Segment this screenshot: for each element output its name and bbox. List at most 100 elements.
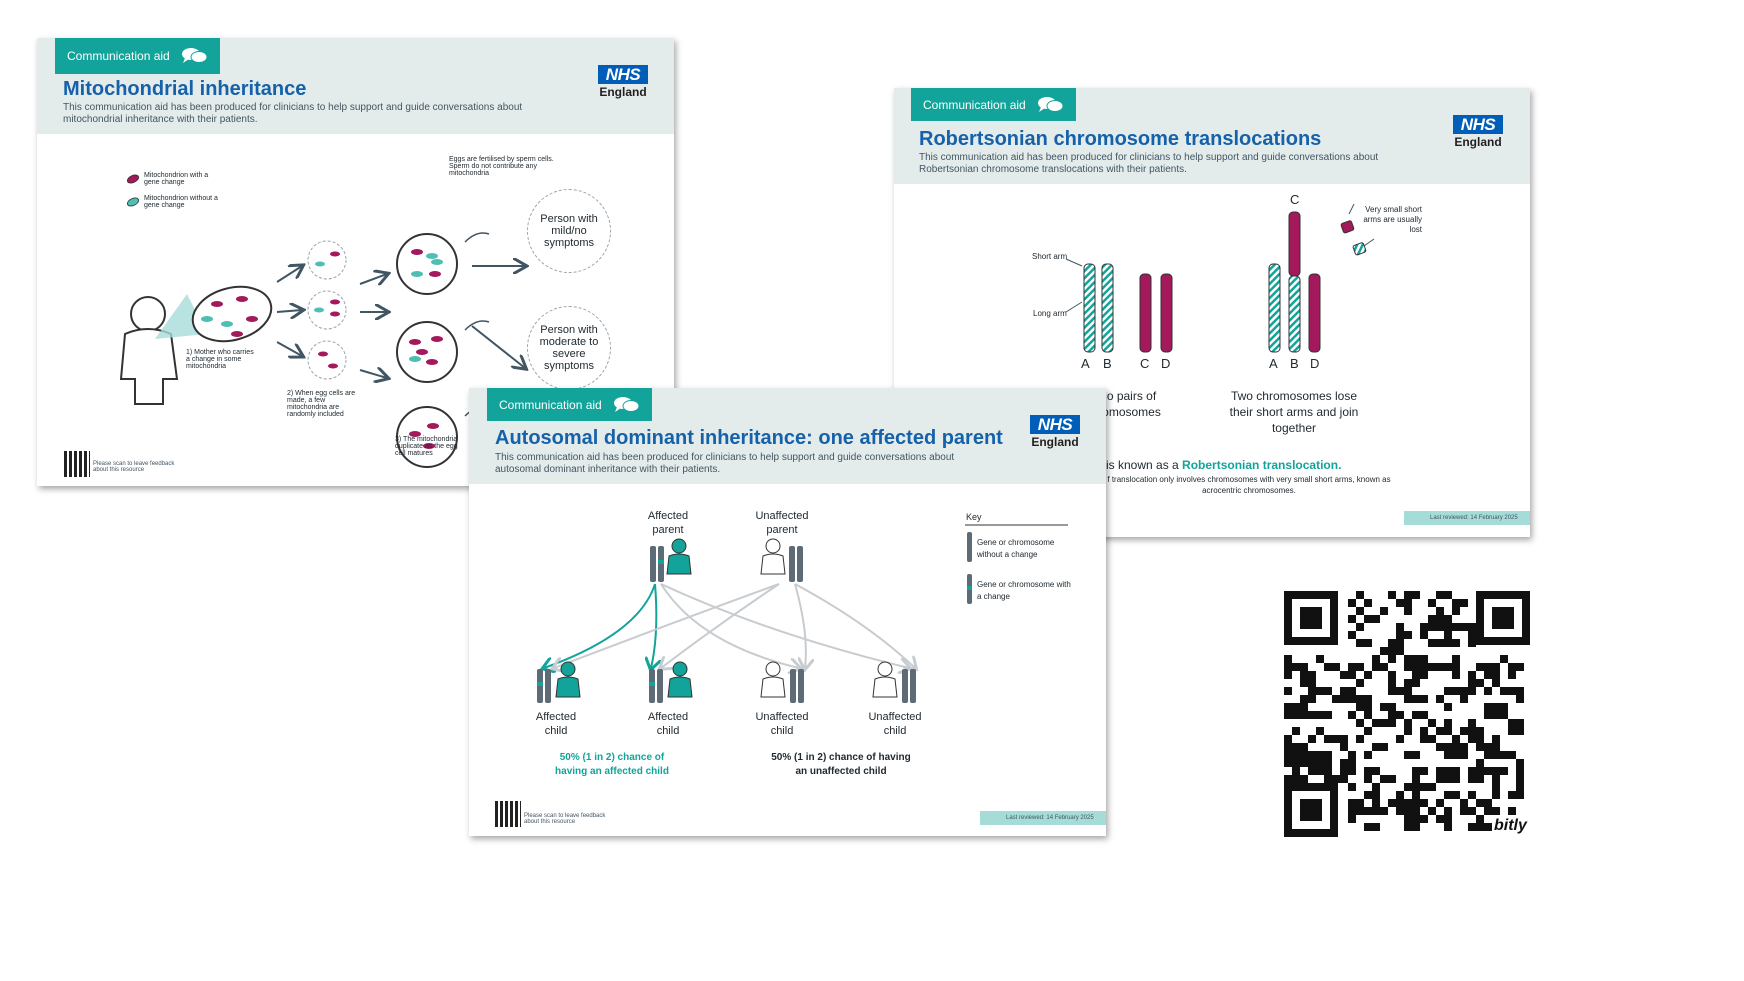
unaffected-parent-figure bbox=[760, 538, 803, 582]
qr-module bbox=[1292, 759, 1300, 767]
qr-module bbox=[1292, 767, 1300, 775]
qr-module bbox=[1452, 775, 1460, 783]
qr-module bbox=[1428, 663, 1436, 671]
qr-module bbox=[1348, 615, 1356, 623]
qr-module bbox=[1324, 775, 1332, 783]
qr-module bbox=[1308, 759, 1316, 767]
qr-module bbox=[1516, 775, 1524, 783]
qr-module bbox=[1316, 759, 1324, 767]
qr-module bbox=[1348, 783, 1356, 791]
qr-module bbox=[1508, 751, 1516, 759]
qr-module bbox=[1404, 751, 1412, 759]
qr-module bbox=[1300, 759, 1308, 767]
qr-module bbox=[1372, 663, 1380, 671]
qr-module bbox=[1476, 727, 1484, 735]
qr-module bbox=[1516, 759, 1524, 767]
qr-module bbox=[1460, 807, 1468, 815]
qr-module bbox=[1316, 727, 1324, 735]
qr-module bbox=[1436, 591, 1444, 599]
qr-module bbox=[1420, 623, 1428, 631]
nhs-england-logo: NHS England bbox=[598, 65, 648, 99]
qr-module bbox=[1468, 719, 1476, 727]
nhs-england-logo: NHS England bbox=[1030, 415, 1080, 449]
qr-module bbox=[1444, 639, 1452, 647]
qr-module bbox=[1300, 703, 1308, 711]
qr-module bbox=[1492, 703, 1500, 711]
qr-module bbox=[1468, 687, 1476, 695]
bitly-qr-code[interactable] bbox=[1284, 591, 1530, 837]
qr-module bbox=[1436, 695, 1444, 703]
qr-module bbox=[1348, 671, 1356, 679]
qr-module bbox=[1412, 663, 1420, 671]
known-subtext: f translocation only involves chromosome… bbox=[1107, 475, 1391, 495]
qr-module bbox=[1484, 823, 1492, 831]
qr-module bbox=[1428, 599, 1436, 607]
qr-module bbox=[1444, 823, 1452, 831]
qr-module bbox=[1500, 767, 1508, 775]
qr-module bbox=[1436, 799, 1444, 807]
qr-module bbox=[1468, 823, 1476, 831]
qr-module bbox=[1420, 695, 1428, 703]
qr-module bbox=[1412, 695, 1420, 703]
qr-module bbox=[1460, 599, 1468, 607]
qr-module bbox=[1444, 751, 1452, 759]
qr-module bbox=[1412, 791, 1420, 799]
qr-module bbox=[1356, 807, 1364, 815]
qr-module bbox=[1476, 679, 1484, 687]
qr-module bbox=[1332, 695, 1340, 703]
qr-module bbox=[1444, 815, 1452, 823]
qr-module bbox=[1316, 751, 1324, 759]
qr-module bbox=[1476, 663, 1484, 671]
qr-module bbox=[1492, 735, 1500, 743]
known-as-line: is is known as a Robertsonian translocat… bbox=[1094, 458, 1354, 472]
qr-module bbox=[1300, 775, 1308, 783]
qr-module bbox=[1324, 759, 1332, 767]
qr-module bbox=[1452, 791, 1460, 799]
qr-module bbox=[1388, 679, 1396, 687]
qr-module bbox=[1364, 791, 1372, 799]
qr-module bbox=[1284, 775, 1292, 783]
last-reviewed: Last reviewed: 14 February 2025 bbox=[1404, 511, 1530, 525]
qr-module bbox=[1292, 751, 1300, 759]
nhs-logo-box: NHS bbox=[1453, 115, 1503, 134]
qr-module bbox=[1396, 647, 1404, 655]
qr-module bbox=[1388, 591, 1396, 599]
qr-module bbox=[1388, 711, 1396, 719]
qr-module bbox=[1372, 767, 1380, 775]
feedback-qr-icon[interactable] bbox=[495, 801, 521, 827]
qr-module bbox=[1444, 663, 1452, 671]
qr-module bbox=[1404, 591, 1412, 599]
qr-module bbox=[1492, 783, 1500, 791]
card-title: Robertsonian chromosome translocations bbox=[919, 128, 1322, 150]
chromosome-letter: A bbox=[1269, 356, 1278, 371]
bitly-caption: bitly bbox=[1494, 817, 1527, 834]
qr-module bbox=[1356, 663, 1364, 671]
qr-module bbox=[1492, 679, 1500, 687]
affected-parent-label: Affected parent bbox=[647, 510, 689, 536]
qr-module bbox=[1388, 775, 1396, 783]
qr-module bbox=[1412, 775, 1420, 783]
qr-module bbox=[1396, 807, 1404, 815]
qr-module bbox=[1380, 703, 1388, 711]
qr-module bbox=[1380, 719, 1388, 727]
qr-module bbox=[1388, 671, 1396, 679]
qr-module bbox=[1452, 655, 1460, 663]
qr-module bbox=[1468, 807, 1476, 815]
feedback-qr-icon[interactable] bbox=[64, 451, 90, 477]
qr-module bbox=[1396, 711, 1404, 719]
qr-module bbox=[1364, 615, 1372, 623]
qr-module bbox=[1492, 711, 1500, 719]
qr-module bbox=[1460, 799, 1468, 807]
chromosome-diagram bbox=[1065, 203, 1375, 353]
qr-module bbox=[1444, 791, 1452, 799]
qr-module bbox=[1356, 639, 1364, 647]
qr-module bbox=[1444, 591, 1452, 599]
qr-module bbox=[1292, 727, 1300, 735]
qr-module bbox=[1412, 679, 1420, 687]
qr-module bbox=[1468, 679, 1476, 687]
qr-module bbox=[1372, 783, 1380, 791]
qr-module bbox=[1404, 719, 1412, 727]
qr-module bbox=[1444, 719, 1452, 727]
qr-module bbox=[1476, 823, 1484, 831]
qr-module bbox=[1324, 687, 1332, 695]
